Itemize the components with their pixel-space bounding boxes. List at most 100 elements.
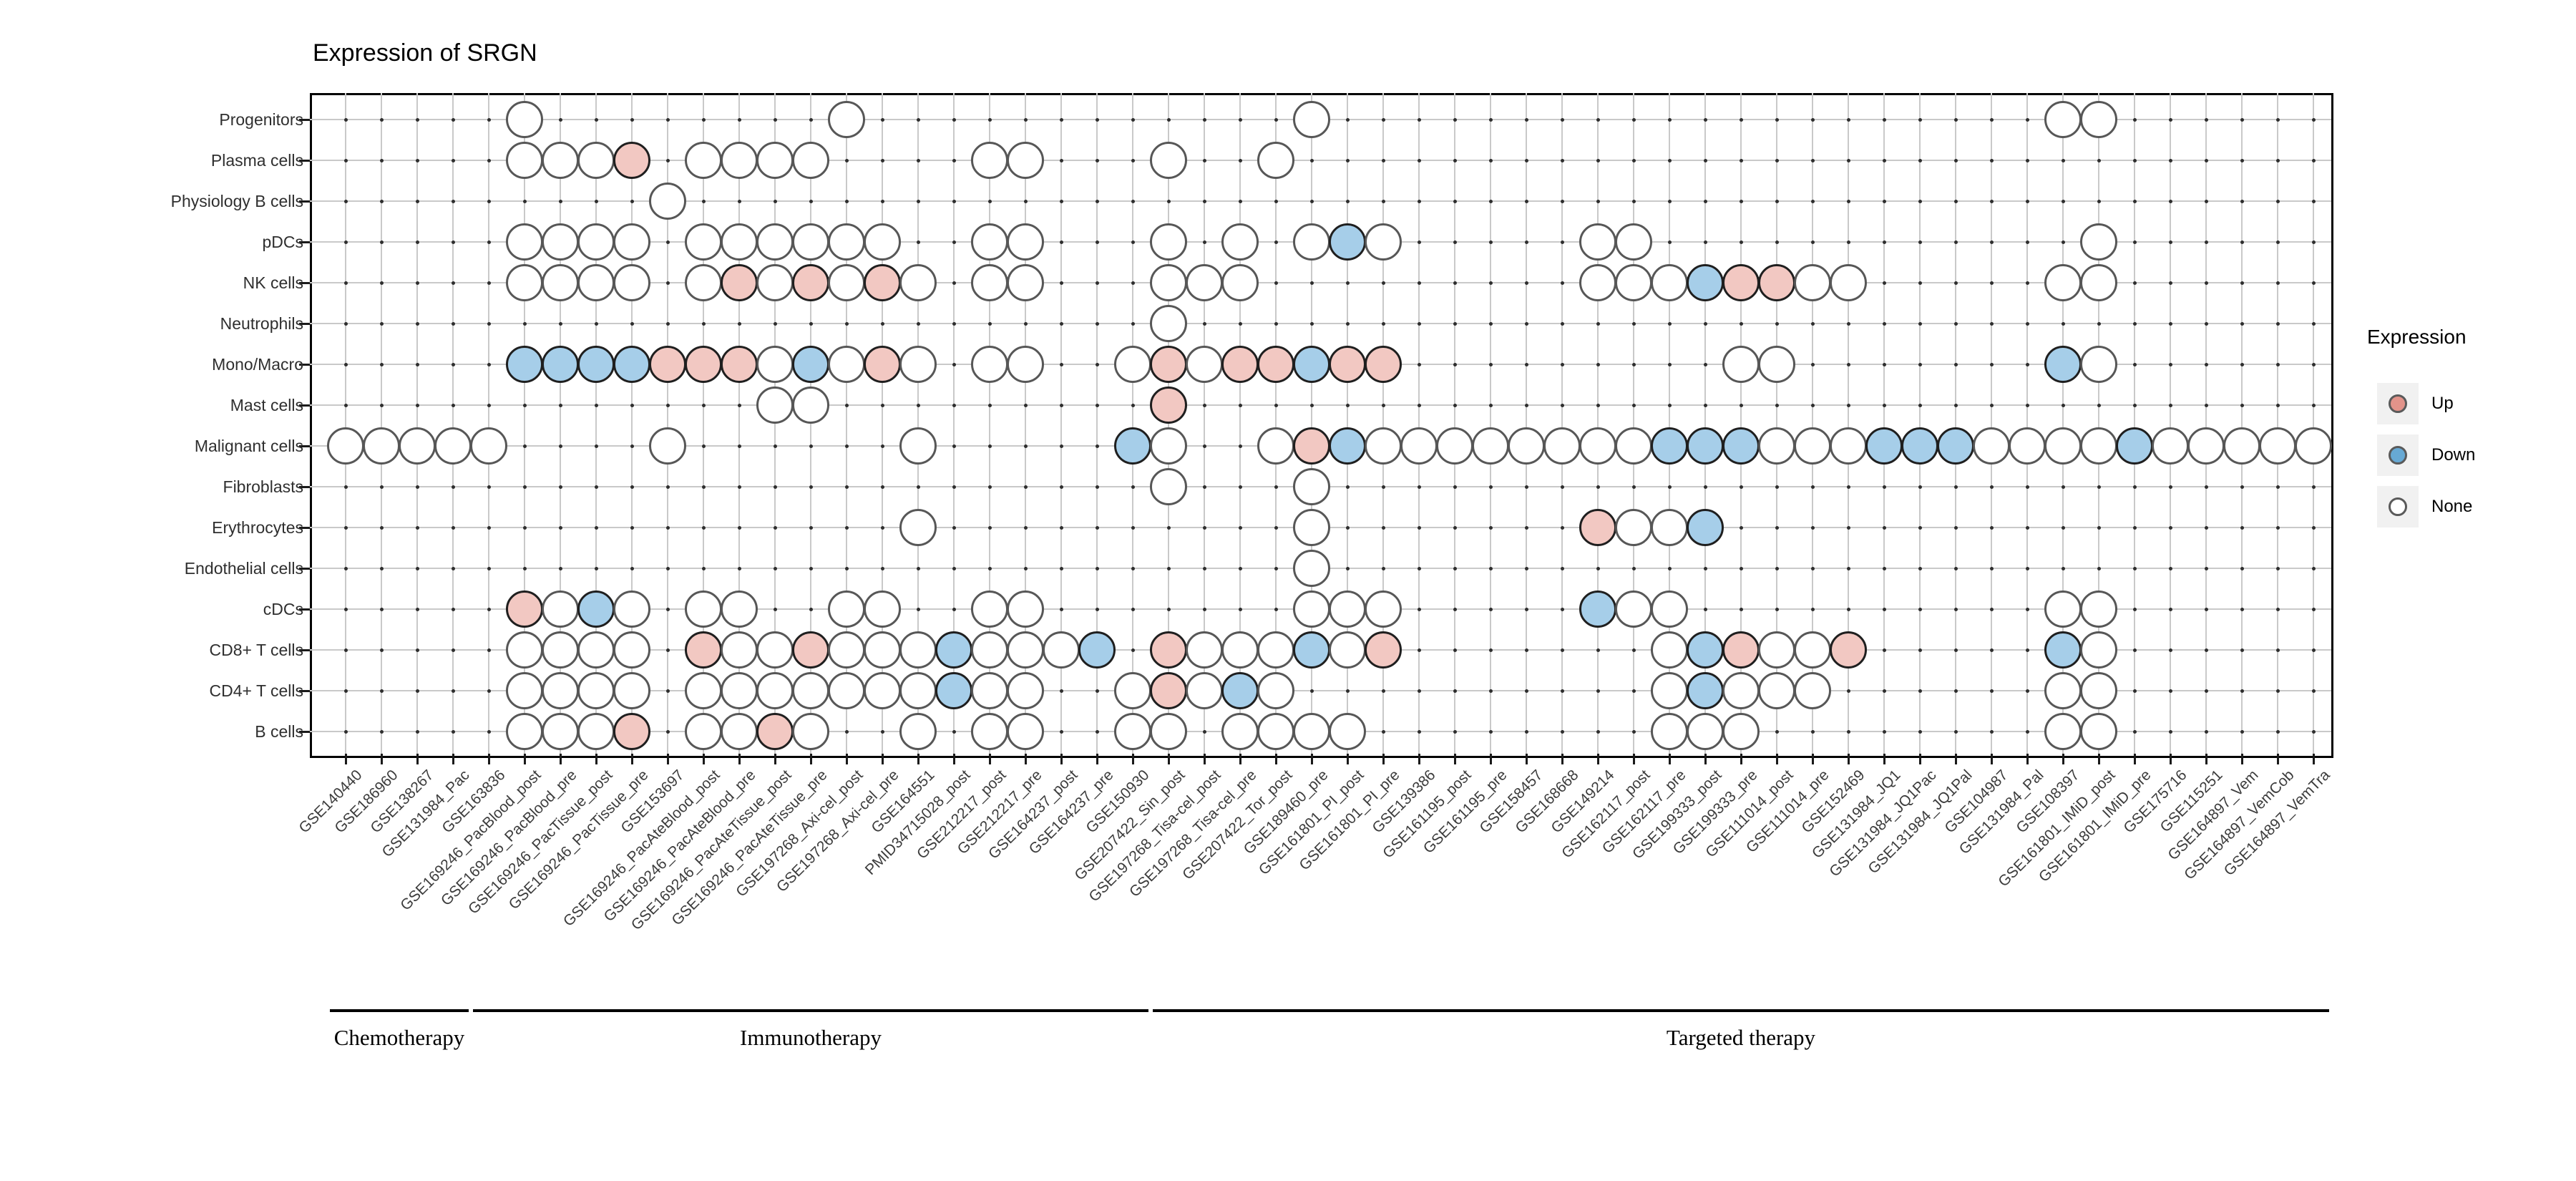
expression-dot-none xyxy=(756,264,794,301)
grid-dot xyxy=(987,566,992,570)
expression-dot-down xyxy=(935,672,972,709)
grid-dot xyxy=(1882,281,1886,285)
x-tick xyxy=(2276,754,2279,764)
expression-dot-none xyxy=(1794,264,1831,301)
expression-dot-none xyxy=(1329,713,1366,750)
grid-dot xyxy=(522,444,527,448)
grid-dot xyxy=(1667,403,1672,407)
grid-dot xyxy=(1417,158,1421,162)
grid-dot xyxy=(522,199,527,203)
y-tick xyxy=(299,322,310,325)
grid-dot xyxy=(1989,566,1994,570)
grid-dot xyxy=(1381,281,1385,285)
expression-dot-none xyxy=(792,713,829,750)
gridline-vertical xyxy=(1347,93,1348,754)
expression-dot-none xyxy=(721,590,758,628)
expression-dot-up xyxy=(1293,427,1330,465)
expression-dot-none xyxy=(1794,427,1831,465)
grid-dot xyxy=(630,321,634,326)
expression-dot-none xyxy=(792,223,829,261)
grid-dot xyxy=(1846,729,1850,734)
grid-dot xyxy=(2025,729,2029,734)
grid-dot xyxy=(701,321,706,326)
grid-dot xyxy=(987,321,992,326)
grid-dot xyxy=(1524,485,1528,489)
grid-dot xyxy=(1274,240,1278,244)
grid-dot xyxy=(415,117,419,122)
grid-dot xyxy=(1381,729,1385,734)
grid-dot xyxy=(1059,281,1063,285)
grid-dot xyxy=(1596,689,1600,693)
grid-dot xyxy=(1953,362,1958,366)
grid-dot xyxy=(916,158,920,162)
x-tick xyxy=(1954,754,1957,764)
grid-dot xyxy=(2168,240,2172,244)
expression-dot-none xyxy=(1221,713,1259,750)
grid-dot xyxy=(1953,158,1958,162)
grid-dot xyxy=(451,648,455,652)
expression-dot-none xyxy=(577,223,615,261)
grid-dot xyxy=(844,158,849,162)
expression-dot-none xyxy=(721,672,758,709)
grid-dot xyxy=(1524,566,1528,570)
grid-dot xyxy=(451,281,455,285)
grid-dot xyxy=(844,525,849,530)
grid-dot xyxy=(2097,199,2101,203)
grid-dot xyxy=(987,525,992,530)
gridline-vertical xyxy=(2170,93,2171,754)
grid-dot xyxy=(916,403,920,407)
grid-dot xyxy=(1882,648,1886,652)
grid-dot xyxy=(701,525,706,530)
grid-dot xyxy=(952,444,956,448)
expression-dot-none xyxy=(1257,713,1294,750)
x-tick xyxy=(1346,754,1349,764)
grid-dot xyxy=(1453,117,1457,122)
grid-dot xyxy=(1488,321,1493,326)
grid-dot xyxy=(415,689,419,693)
x-tick xyxy=(774,754,776,764)
grid-dot xyxy=(2168,729,2172,734)
gridline-vertical xyxy=(1812,93,1813,754)
grid-dot xyxy=(379,566,384,570)
grid-dot xyxy=(415,485,419,489)
grid-dot xyxy=(737,321,741,326)
grid-dot xyxy=(1309,158,1314,162)
grid-dot xyxy=(987,444,992,448)
gridline-vertical xyxy=(846,93,847,754)
grid-dot xyxy=(880,729,884,734)
grid-dot xyxy=(1882,607,1886,611)
grid-dot xyxy=(665,607,670,611)
grid-dot xyxy=(1560,485,1564,489)
grid-dot xyxy=(701,117,706,122)
grid-dot xyxy=(1453,607,1457,611)
grid-dot xyxy=(1596,362,1600,366)
grid-dot xyxy=(1703,566,1707,570)
grid-dot xyxy=(1775,117,1779,122)
expression-dot-none xyxy=(542,631,579,669)
grid-dot xyxy=(2168,607,2172,611)
grid-dot xyxy=(1846,566,1850,570)
grid-dot xyxy=(630,403,634,407)
expression-dot-none xyxy=(1221,223,1259,261)
grid-dot xyxy=(594,566,598,570)
expression-dot-none xyxy=(1007,223,1044,261)
grid-dot xyxy=(880,321,884,326)
grid-dot xyxy=(1166,199,1171,203)
grid-dot xyxy=(1453,648,1457,652)
grid-dot xyxy=(1882,199,1886,203)
grid-dot xyxy=(1810,362,1815,366)
expression-dot-none xyxy=(649,183,686,220)
grid-dot xyxy=(1989,485,1994,489)
grid-dot xyxy=(809,117,813,122)
grid-dot xyxy=(2025,403,2029,407)
expression-dot-none xyxy=(613,631,650,669)
expression-dot-none xyxy=(2080,223,2117,261)
expression-dot-none xyxy=(1722,672,1760,709)
grid-dot xyxy=(1417,485,1421,489)
grid-dot xyxy=(343,689,348,693)
grid-dot xyxy=(1309,689,1314,693)
grid-dot xyxy=(1882,403,1886,407)
grid-dot xyxy=(1202,117,1206,122)
grid-dot xyxy=(2311,362,2316,366)
grid-dot xyxy=(1596,566,1600,570)
